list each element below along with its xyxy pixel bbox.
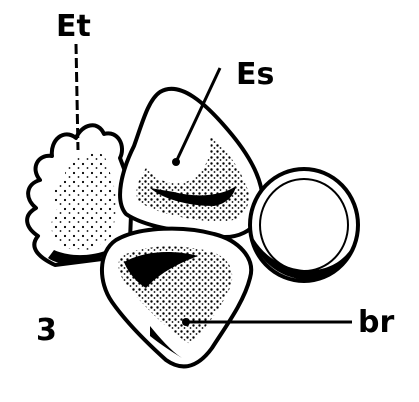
label-et: Et	[56, 9, 91, 44]
br-lower-structure	[102, 229, 251, 367]
es-upper-structure	[120, 89, 263, 237]
label-br: br	[358, 305, 394, 340]
round-lateral-structure	[250, 169, 358, 281]
et-leader-line	[76, 44, 78, 150]
label-es: Es	[236, 57, 274, 92]
figure-number: 3	[36, 313, 57, 348]
